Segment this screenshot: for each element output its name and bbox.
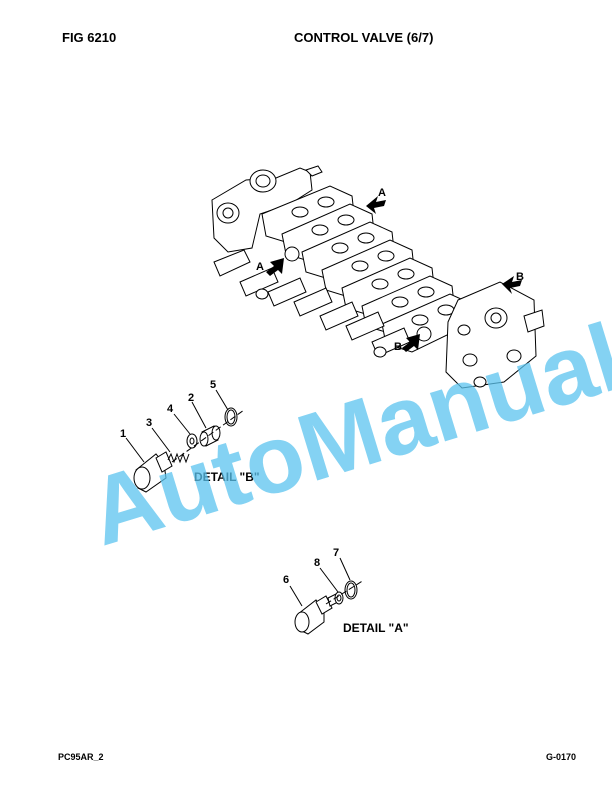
callout-6: 6 <box>283 574 289 586</box>
part-4-washer <box>186 433 198 449</box>
arrow-b-right: B <box>502 271 524 294</box>
part-6-relief-valve <box>294 593 339 635</box>
page-title: CONTROL VALVE (6/7) <box>294 30 434 45</box>
callout-4: 4 <box>167 403 174 415</box>
part-1-plug <box>133 451 173 493</box>
arrow-b-bottom: B <box>394 334 420 353</box>
callout-7: 7 <box>333 547 339 559</box>
svg-text:B: B <box>516 271 524 283</box>
callout-1: 1 <box>120 428 126 440</box>
detail-a-label: DETAIL "A" <box>343 621 409 635</box>
model-code: PC95AR_2 <box>58 752 104 762</box>
svg-text:A: A <box>256 261 264 273</box>
part-7-o-ring <box>344 580 358 600</box>
figure-number: FIG 6210 <box>62 30 117 45</box>
part-5-o-ring <box>224 407 238 427</box>
callout-8: 8 <box>314 557 320 569</box>
detail-a-parts <box>289 557 365 635</box>
page-number: G-0170 <box>546 752 577 762</box>
svg-text:B: B <box>394 341 402 353</box>
callout-3: 3 <box>146 417 152 429</box>
detail-b-parts <box>125 389 245 493</box>
arrow-a-left: A <box>256 258 284 276</box>
control-valve-assembly <box>211 165 545 389</box>
part-3-spring <box>167 452 190 464</box>
arrow-a-top: A <box>366 187 386 214</box>
callout-5: 5 <box>210 379 216 391</box>
svg-text:A: A <box>378 187 386 199</box>
detail-b-label: DETAIL "B" <box>194 470 260 484</box>
callout-2: 2 <box>188 392 194 404</box>
